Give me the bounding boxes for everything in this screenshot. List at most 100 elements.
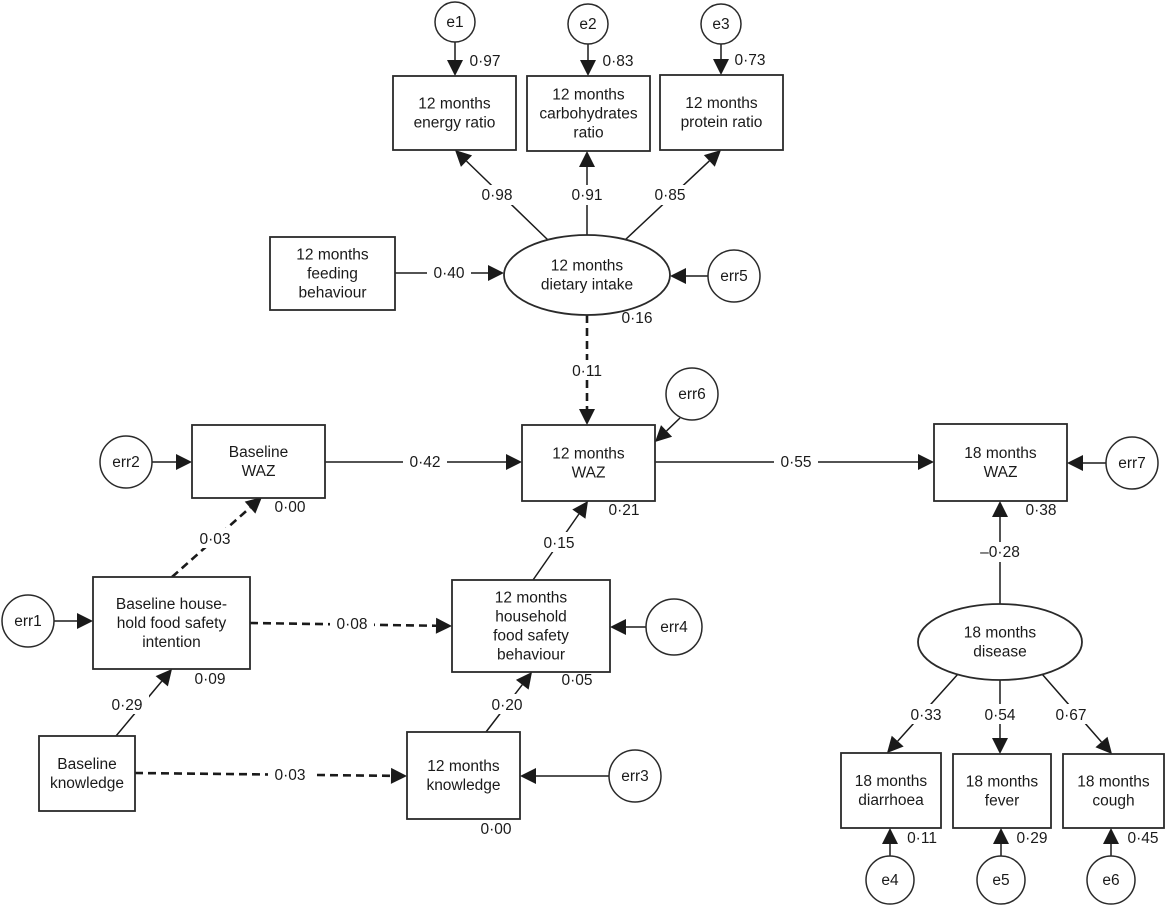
path-err1-to-baseIntent — [54, 613, 93, 629]
path-line — [134, 771, 392, 778]
node-label-line: 12 months — [495, 590, 568, 607]
r-squared-label: 0·05 — [561, 672, 592, 689]
path-err7-to-waz18 — [1067, 455, 1106, 471]
node-e1: e1 — [434, 1, 476, 43]
error-term-circle — [700, 3, 742, 45]
node-err5: err5 — [707, 249, 761, 303]
label-background — [565, 360, 609, 380]
arrowhead-icon — [887, 735, 904, 753]
arrowhead-icon — [435, 617, 452, 634]
path-baseKnow-to-baseIntent: 0·29 — [105, 669, 172, 737]
path-disease18-to-waz18: –0·28 — [973, 501, 1027, 604]
arrowhead-icon — [390, 767, 407, 784]
node-label-line: Baseline house- — [116, 596, 227, 613]
latent-variable-ellipse — [917, 603, 1083, 681]
observed-variable-box — [526, 75, 651, 152]
observed-variable-box — [38, 735, 136, 812]
path-coefficient-label: 0·91 — [571, 187, 602, 204]
node-e4: e4 — [865, 855, 915, 905]
node-label-line: e6 — [1102, 872, 1119, 889]
label-background — [403, 452, 447, 472]
observed-variable-box — [521, 424, 656, 502]
label-background — [1049, 704, 1093, 724]
label-background — [904, 704, 948, 724]
arrowhead-icon — [77, 613, 93, 629]
node-label-line: diarrhoea — [858, 792, 924, 809]
path-coefficient-label: 0·33 — [910, 707, 941, 724]
path-coefficient-label: 0·08 — [336, 616, 367, 633]
path-e2-to-carb12 — [580, 44, 596, 76]
observed-variable-box — [840, 752, 942, 829]
node-label-line: err5 — [720, 268, 748, 285]
node-label-line: 12 months — [552, 87, 625, 104]
observed-variable-box — [1062, 753, 1165, 829]
arrowhead-icon — [572, 501, 588, 519]
r-squared-label: 0·97 — [469, 53, 500, 70]
r-squared-label: 0·00 — [480, 821, 511, 838]
path-dietary12-to-carb12: 0·91 — [565, 151, 609, 235]
path-err5-to-dietary12 — [670, 268, 708, 284]
path-coefficient-label: 0·20 — [491, 697, 522, 714]
node-label-line: 18 months — [1077, 774, 1150, 791]
arrowhead-icon — [244, 497, 262, 514]
arrowhead-icon — [655, 425, 673, 442]
node-label-line: Baseline — [57, 756, 116, 773]
node-label-line: intention — [142, 634, 201, 651]
path-coefficient-label: 0·67 — [1055, 707, 1086, 724]
r-squared-label: 0·21 — [608, 502, 639, 519]
node-label-line: protein ratio — [681, 114, 763, 131]
arrowhead-icon — [447, 60, 463, 76]
r-squared-label: 0·73 — [734, 52, 765, 69]
node-label-line: err6 — [678, 386, 706, 403]
node-label-line: carbohydrates — [539, 106, 637, 123]
error-term-circle — [99, 435, 153, 489]
node-label-line: 12 months — [551, 258, 624, 275]
label-background — [268, 765, 312, 785]
path-err4-to-behav12 — [610, 619, 646, 635]
label-background — [648, 185, 692, 205]
r-squared-label: 0·09 — [194, 671, 225, 688]
path-coefficient-label: 0·40 — [433, 265, 464, 282]
r-squared-label: 0·16 — [621, 310, 652, 327]
node-label-line: behaviour — [497, 647, 565, 664]
node-label-line: household — [495, 609, 567, 626]
path-err3-to-know12 — [520, 768, 609, 784]
observed-variable-box — [933, 423, 1068, 502]
arrowhead-icon — [993, 828, 1009, 844]
error-term-circle — [1086, 855, 1136, 905]
node-label-line: disease — [973, 644, 1026, 661]
path-coefficient-label: –0·28 — [980, 544, 1020, 561]
observed-variable-box — [392, 75, 517, 151]
r-squared-label: 0·00 — [274, 499, 305, 516]
node-e6: e6 — [1086, 855, 1136, 905]
path-coefficient-label: 0·29 — [111, 697, 142, 714]
node-label-line: err4 — [660, 619, 688, 636]
node-label-line: 18 months — [964, 445, 1037, 462]
arrowhead-icon — [670, 268, 686, 284]
node-err1: err1 — [1, 594, 55, 648]
path-baseKnow-to-know12: 0·03 — [134, 765, 407, 785]
node-err7: err7 — [1105, 436, 1159, 490]
node-label-line: behaviour — [298, 285, 366, 302]
label-background — [774, 452, 818, 472]
path-e6-to-cough18 — [1103, 828, 1119, 856]
path-coefficient-label: 0·03 — [199, 531, 230, 548]
arrowhead-icon — [610, 619, 626, 635]
arrowhead-icon — [579, 151, 595, 167]
arrowhead-icon — [1095, 736, 1112, 754]
path-disease18-to-cough18: 0·67 — [1041, 673, 1112, 754]
node-label-line: WAZ — [984, 464, 1018, 481]
node-err6: err6 — [665, 367, 719, 421]
